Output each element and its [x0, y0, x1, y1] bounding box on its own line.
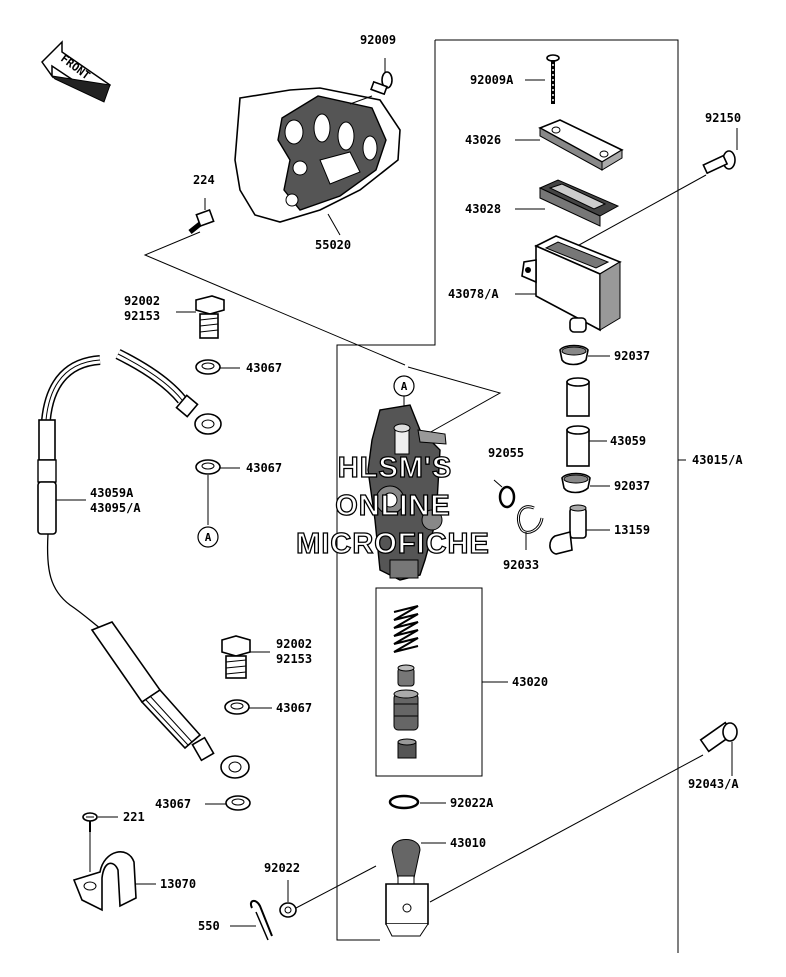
- elbow-fitting-13159: [549, 504, 587, 555]
- label-43067-4: 43067: [155, 797, 191, 811]
- label-13159: 13159: [614, 523, 650, 537]
- reservoir-cap-43026: [538, 119, 624, 171]
- banjo-bolt-92002-top: [195, 295, 225, 339]
- assembly-outline: [336, 39, 686, 953]
- hose-clip-92037-bottom: [561, 472, 591, 494]
- label-92022: 92022: [264, 861, 300, 875]
- master-cylinder-body-43078a: [521, 235, 622, 333]
- label-92037-bottom: 92037: [614, 479, 650, 493]
- washer-43067-2: [195, 459, 221, 475]
- reference-marker-a-center: A: [393, 375, 415, 397]
- push-rod-43010: [385, 839, 429, 937]
- diaphragm-43028: [538, 179, 620, 227]
- label-55020: 55020: [315, 238, 351, 252]
- screw-221: [82, 812, 98, 832]
- part-labels: 92009 92009A 92150 43026 224 43028 55020…: [90, 33, 743, 933]
- label-43078a: 43078/A: [448, 287, 499, 301]
- circlip-92033: [517, 505, 544, 534]
- circlip-92022a: [388, 794, 420, 810]
- svg-text:A: A: [205, 531, 212, 544]
- label-92153-bottom: 92153: [276, 652, 312, 666]
- watermark-line3: MICROFICHE: [296, 528, 490, 560]
- label-43059: 43059: [610, 434, 646, 448]
- label-92055: 92055: [488, 446, 524, 460]
- guard-plate-55020: [234, 87, 401, 223]
- watermark-line2: ONLINE: [335, 490, 451, 522]
- cotter-pin-550: [250, 900, 273, 941]
- label-92002-bottom: 92002: [276, 637, 312, 651]
- brake-hose-43059a: [37, 355, 250, 779]
- piston-43020: [393, 689, 419, 731]
- piston-kit-box-43020: [375, 587, 483, 777]
- screw-92009a: [546, 54, 560, 104]
- label-92033: 92033: [503, 558, 539, 572]
- oring-92055: [498, 485, 516, 509]
- banjo-bolt-92002-bottom: [221, 635, 251, 679]
- hose-clip-92037-top: [559, 344, 589, 366]
- label-43095a: 43095/A: [90, 501, 141, 515]
- label-43067-1: 43067: [246, 361, 282, 375]
- label-92043a: 92043/A: [688, 777, 739, 791]
- piston-seal-43020: [397, 738, 417, 759]
- label-43028: 43028: [465, 202, 501, 216]
- label-92022a: 92022A: [450, 796, 494, 810]
- label-43010: 43010: [450, 836, 486, 850]
- clevis-pin-92043a: [699, 721, 738, 753]
- clamp-13070: [72, 851, 137, 912]
- label-92150: 92150: [705, 111, 741, 125]
- brake-hose-top-end: [115, 349, 222, 435]
- front-arrow-icon: FRONT: [41, 40, 112, 103]
- label-43026: 43026: [465, 133, 501, 147]
- label-92037-top: 92037: [614, 349, 650, 363]
- reference-marker-a-left: A: [197, 526, 219, 548]
- label-43067-2: 43067: [246, 461, 282, 475]
- label-43067-3: 43067: [276, 701, 312, 715]
- bolt-92150: [702, 150, 736, 175]
- washer-92022: [279, 902, 297, 918]
- hose-43059-lower: [566, 425, 590, 467]
- label-13070: 13070: [160, 877, 196, 891]
- label-92153-top: 92153: [124, 309, 160, 323]
- bolt-92009: [370, 71, 393, 96]
- bolt-224: [188, 208, 215, 234]
- spring-43020: [393, 605, 419, 653]
- washer-43067-4: [225, 795, 251, 811]
- label-92002-top: 92002: [124, 294, 160, 308]
- label-43015a: 43015/A: [692, 453, 743, 467]
- master-cylinder-43015a: [367, 404, 447, 581]
- piston-cup-43020: [397, 664, 415, 687]
- label-92009: 92009: [360, 33, 396, 47]
- washer-43067-3: [224, 699, 250, 715]
- svg-text:A: A: [401, 380, 408, 393]
- label-43020: 43020: [512, 675, 548, 689]
- washer-43067-1: [195, 359, 221, 375]
- label-43059a: 43059A: [90, 486, 134, 500]
- watermark: HLSM'S ONLINE MICROFICHE: [296, 451, 490, 560]
- label-224: 224: [193, 173, 215, 187]
- label-92009a: 92009A: [470, 73, 514, 87]
- hose-43059-upper: [566, 377, 590, 417]
- label-550: 550: [198, 919, 220, 933]
- watermark-line1: HLSM'S: [338, 452, 452, 484]
- label-221: 221: [123, 810, 145, 824]
